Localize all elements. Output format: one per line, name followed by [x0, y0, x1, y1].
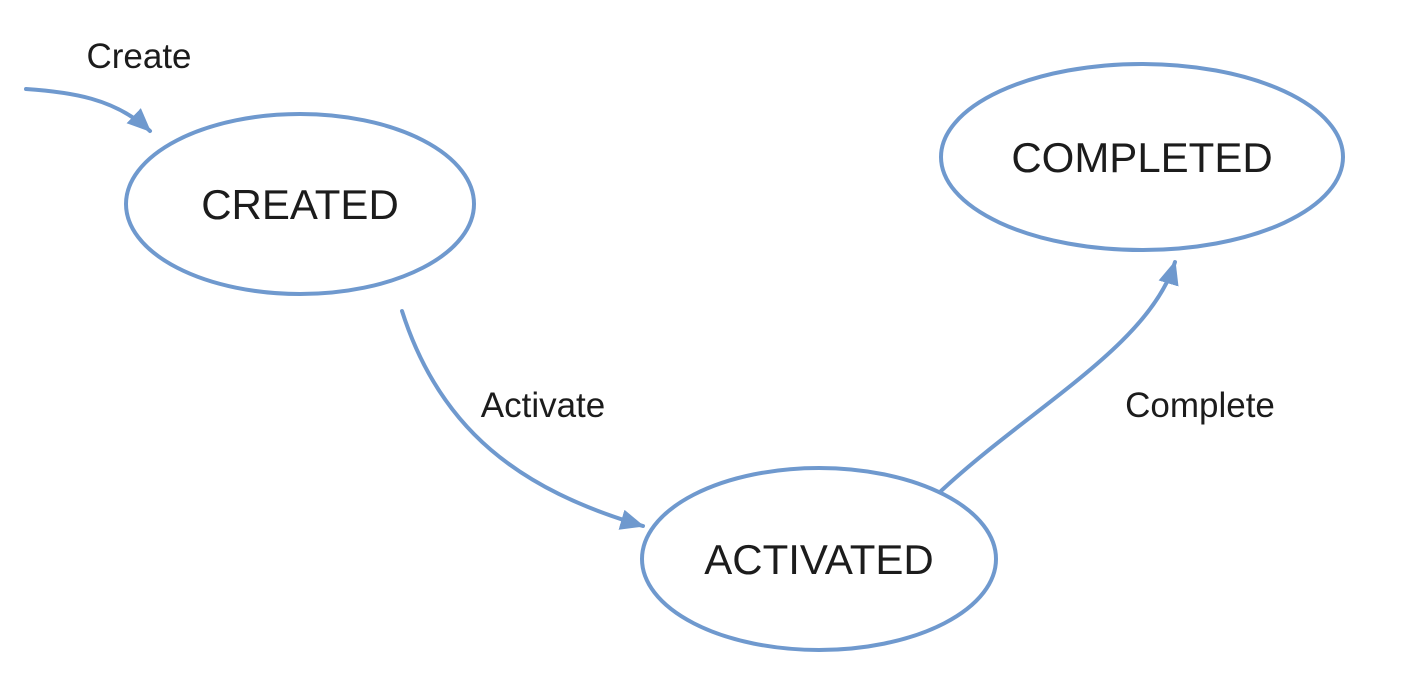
state-node-created-label: CREATED [201, 181, 399, 228]
edge-create-label: Create [86, 37, 191, 76]
state-node-activated-label: ACTIVATED [704, 536, 933, 583]
edge-complete-label: Complete [1125, 386, 1275, 425]
edge-activate-label: Activate [481, 386, 606, 425]
state-node-completed [939, 62, 1345, 252]
edge-create-arrow [24, 87, 152, 133]
state-node-activated [640, 466, 998, 652]
state-node-completed-label: COMPLETED [1011, 134, 1272, 181]
state-node-created [124, 112, 476, 296]
edge-activate-arrow [400, 309, 645, 530]
edge-complete-arrow [939, 260, 1179, 493]
